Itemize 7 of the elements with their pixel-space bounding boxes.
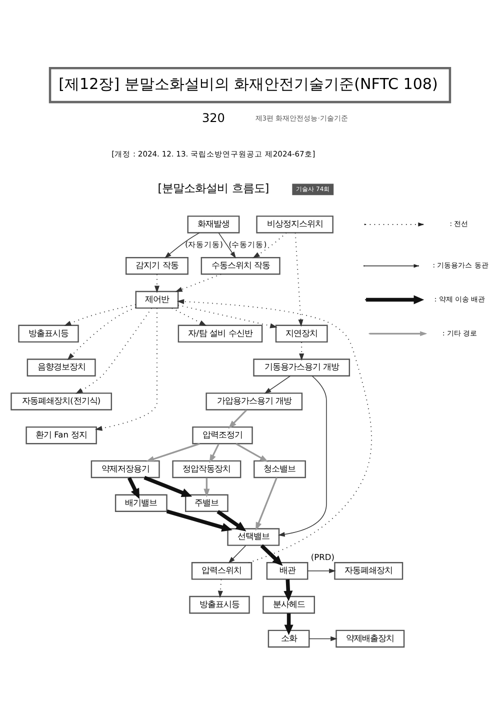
label: [개정 : 2024. 12. 13. 국립소방연구원공고 제2024-67호] <box>112 148 316 158</box>
label: [분말소화설비 흐름도] <box>158 182 270 195</box>
diagram-title: [제12장] 분말소화설비의 화재안전기술기준(NFTC 108) <box>58 74 438 92</box>
edge-label: (수동기동) <box>228 240 267 249</box>
label: 320 <box>202 110 225 124</box>
edge-label: (자동기동) <box>185 240 223 249</box>
node-label: (PRD) <box>310 552 334 562</box>
